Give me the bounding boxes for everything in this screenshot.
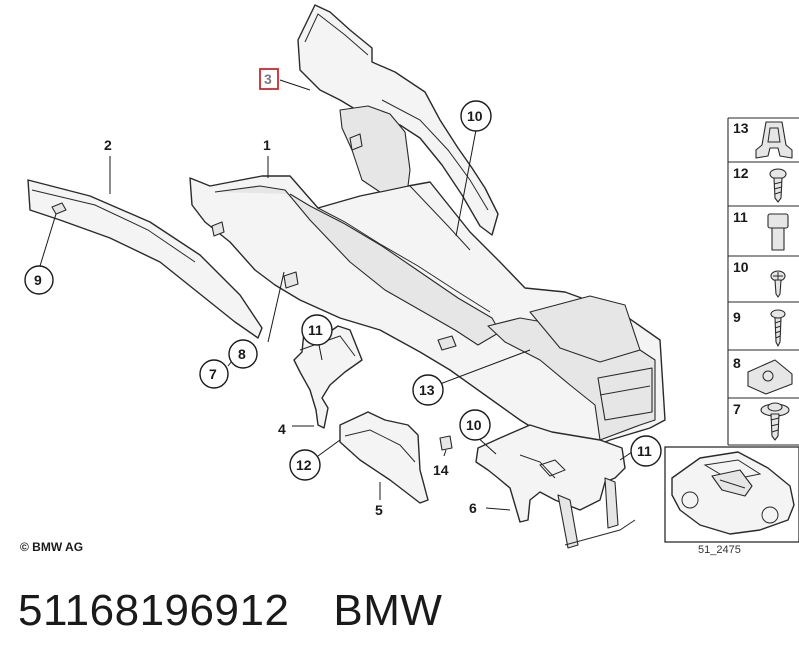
svg-text:13: 13 bbox=[419, 382, 435, 398]
callout-8: 8 bbox=[228, 339, 258, 369]
footer-caption: 51168196912 BMW bbox=[18, 586, 442, 636]
callout-10-top: 10 bbox=[460, 100, 492, 132]
part-1-center-console bbox=[189, 105, 666, 449]
flange-screw-icon bbox=[760, 402, 790, 441]
callout-13: 13 bbox=[412, 374, 444, 406]
svg-text:8: 8 bbox=[238, 346, 246, 362]
callout-6: 6 bbox=[469, 500, 477, 516]
screw-icon-12 bbox=[769, 168, 787, 203]
part-5-lower-trim bbox=[339, 411, 429, 504]
bolt-icon-11 bbox=[767, 213, 789, 251]
screw-icon-10 bbox=[770, 270, 786, 298]
part-2-side-panel bbox=[27, 179, 263, 339]
screw-icon-9 bbox=[770, 309, 786, 347]
spring-clip-icon bbox=[755, 121, 793, 159]
callout-7: 7 bbox=[199, 359, 229, 389]
callout-9: 9 bbox=[24, 265, 54, 295]
callout-12: 12 bbox=[289, 449, 321, 481]
callout-4: 4 bbox=[278, 421, 286, 437]
callout-11-right: 11 bbox=[630, 435, 662, 467]
leader-lines bbox=[39, 79, 633, 511]
legend-8: 8 bbox=[733, 355, 741, 371]
callout-14: 14 bbox=[433, 462, 449, 478]
svg-text:10: 10 bbox=[466, 417, 482, 433]
part-4-bracket bbox=[293, 321, 363, 429]
legend-10: 10 bbox=[733, 259, 749, 275]
svg-text:3: 3 bbox=[264, 71, 272, 87]
diagram-reference-code: 51_2475 bbox=[698, 544, 741, 556]
copyright-notice: © BMW AG bbox=[20, 540, 84, 554]
part-number: 51168196912 bbox=[18, 586, 290, 635]
legend-12: 12 bbox=[733, 165, 749, 181]
part-6-support-bracket bbox=[475, 424, 636, 549]
brand-name: BMW bbox=[333, 586, 443, 635]
callout-3-highlighted: 3 bbox=[259, 68, 279, 90]
legend-11: 11 bbox=[733, 209, 748, 225]
legend-7: 7 bbox=[733, 401, 741, 417]
svg-text:11: 11 bbox=[308, 322, 323, 338]
svg-text:11: 11 bbox=[637, 443, 652, 459]
svg-text:10: 10 bbox=[467, 108, 483, 124]
svg-text:7: 7 bbox=[209, 366, 217, 382]
callout-1: 1 bbox=[263, 137, 271, 153]
nut-clip-icon bbox=[747, 359, 793, 395]
part-14-clip bbox=[439, 435, 453, 451]
callout-5: 5 bbox=[375, 502, 383, 518]
callout-10-bottom: 10 bbox=[459, 409, 491, 441]
car-locator-thumbnail bbox=[664, 446, 799, 543]
svg-text:12: 12 bbox=[296, 457, 312, 473]
callout-2: 2 bbox=[104, 137, 112, 153]
callout-11-left: 11 bbox=[301, 314, 333, 346]
legend-13: 13 bbox=[733, 120, 749, 136]
svg-text:9: 9 bbox=[34, 272, 42, 288]
legend-9: 9 bbox=[733, 309, 741, 325]
parts-diagram: 2 1 4 5 6 14 3 9 10 8 7 11 13 12 10 bbox=[24, 4, 799, 549]
small-parts-legend: 13 12 11 10 9 8 bbox=[727, 117, 799, 446]
